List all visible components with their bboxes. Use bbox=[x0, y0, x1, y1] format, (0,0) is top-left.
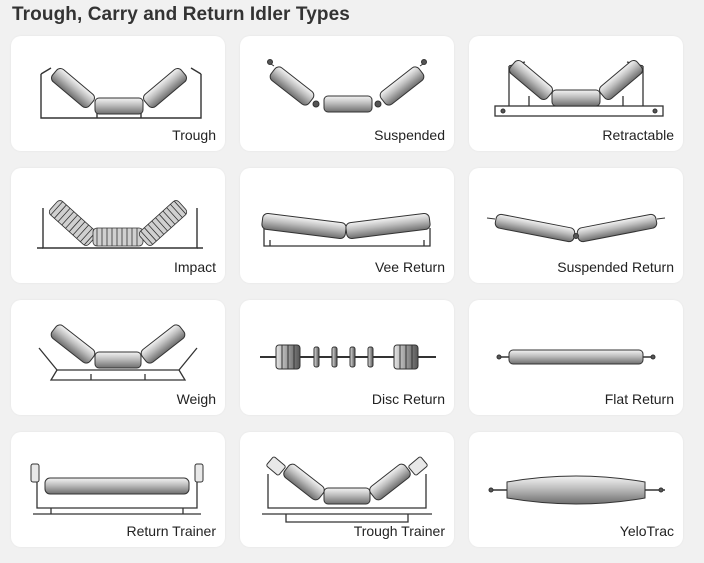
idler-label: Retractable bbox=[602, 127, 674, 143]
return-trainer-idler-icon bbox=[30, 463, 204, 515]
idler-card-trough: Trough bbox=[11, 36, 225, 151]
page-title: Trough, Carry and Return Idler Types bbox=[12, 4, 350, 25]
idler-card-yelotrac: YeloTrac bbox=[469, 432, 683, 547]
idler-label: Impact bbox=[173, 259, 216, 275]
yelotrac-idler-icon bbox=[488, 475, 665, 505]
idler-label: Weigh bbox=[176, 391, 216, 407]
idler-label: Disc Return bbox=[371, 391, 445, 407]
idler-label: Trough bbox=[172, 127, 216, 143]
idler-label: Return Trainer bbox=[126, 523, 216, 539]
idler-card-retractable: Retractable bbox=[469, 36, 683, 151]
idler-label: Suspended Return bbox=[557, 259, 674, 275]
idler-card-disc-return: Disc Return bbox=[240, 300, 454, 415]
idler-card-suspended: Suspended bbox=[240, 36, 454, 151]
idler-label: Flat Return bbox=[604, 391, 674, 407]
retractable-idler-icon bbox=[494, 59, 664, 117]
idler-label: Suspended bbox=[374, 127, 445, 143]
flat-return-idler-icon bbox=[496, 349, 656, 365]
impact-idler-icon bbox=[37, 200, 203, 249]
idler-card-weigh: Weigh bbox=[11, 300, 225, 415]
disc-return-idler-icon bbox=[260, 344, 436, 370]
suspended-return-idler-icon bbox=[486, 213, 666, 243]
idler-card-suspended-return: Suspended Return bbox=[469, 168, 683, 283]
idler-card-return-trainer: Return Trainer bbox=[11, 432, 225, 547]
idler-label: Trough Trainer bbox=[353, 523, 445, 539]
trough-trainer-idler-icon bbox=[262, 456, 432, 523]
idler-card-trough-trainer: Trough Trainer bbox=[240, 432, 454, 547]
idler-card-flat-return: Flat Return bbox=[469, 300, 683, 415]
suspended-idler-icon bbox=[267, 59, 427, 113]
idler-card-impact: Impact bbox=[11, 168, 225, 283]
weigh-idler-icon bbox=[38, 324, 198, 381]
idler-label: Vee Return bbox=[374, 259, 445, 275]
idler-card-vee-return: Vee Return bbox=[240, 168, 454, 283]
idler-label: YeloTrac bbox=[619, 523, 674, 539]
trough-idler-icon bbox=[40, 67, 202, 119]
vee-return-idler-icon bbox=[261, 213, 431, 247]
idler-type-grid: Trough Suspended bbox=[11, 36, 683, 548]
